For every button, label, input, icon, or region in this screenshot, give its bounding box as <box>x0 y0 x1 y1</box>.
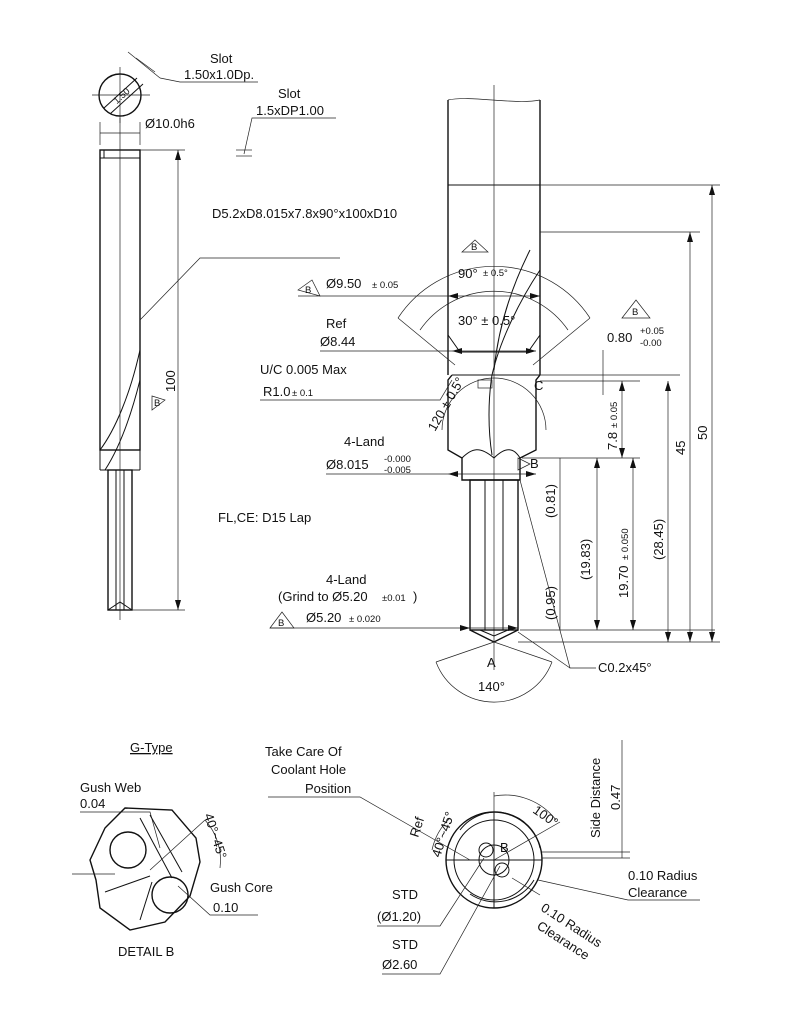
angle-140-label: 140° <box>478 679 505 694</box>
uc-label: U/C 0.005 Max <box>260 362 347 377</box>
gush-core-val: 0.10 <box>213 900 238 915</box>
chamfer-label: C0.2x45° <box>598 660 652 675</box>
grind-close: ) <box>413 589 417 604</box>
dim-50-label: 50 <box>695 426 710 440</box>
r10-label: R1.0 <box>263 384 290 399</box>
dim-45-label: 45 <box>673 441 688 455</box>
angle-90-label: 90° <box>458 266 478 281</box>
pt-a-label: A <box>487 655 496 670</box>
dim-080-tol-up: +0.05 <box>640 326 664 337</box>
end-view-b: B <box>500 840 509 855</box>
dim-2845-label: (28.45) <box>651 519 666 560</box>
std1-val: (Ø1.20) <box>377 909 421 924</box>
detail-b-title: DETAIL B <box>118 944 174 959</box>
detail-b: G-Type Gush Web 0.04 40°~45° Gush Core 0… <box>72 740 273 959</box>
pt-b-label: B <box>530 456 539 471</box>
grind-label: (Grind to Ø5.20 <box>278 589 368 604</box>
tool-spec-label: D5.2xD8.015x7.8x90°x100xD10 <box>212 206 397 221</box>
flute-ce-label: FL,CE: D15 Lap <box>218 510 311 525</box>
dia-8015-label: Ø8.015 <box>326 457 369 472</box>
dim-1970-tol: ± 0.050 <box>620 528 631 560</box>
dia-8015-tol-lo: -0.005 <box>384 465 411 476</box>
datum-b-left: B <box>154 398 160 409</box>
take-care-2: Coolant Hole <box>271 762 346 777</box>
side-distance-val: 0.47 <box>608 785 623 810</box>
datum-b-520: B <box>278 618 284 629</box>
dia-8015-tol-up: -0.000 <box>384 454 411 465</box>
pt-c-label: C <box>534 378 543 393</box>
gush-web-label: Gush Web <box>80 780 141 795</box>
detail-angle-label: 40°~45° <box>201 811 230 860</box>
dim-78-label: 7.8 <box>605 432 620 450</box>
land4-b-label: 4-Land <box>326 572 366 587</box>
land4-a-label: 4-Land <box>344 434 384 449</box>
rad-clear-1a: 0.10 Radius <box>628 868 698 883</box>
gush-core-label: Gush Core <box>210 880 273 895</box>
ref-angle-label: Ref <box>407 815 428 839</box>
dia-520-tol: ± 0.020 <box>349 614 381 625</box>
shank-dia-label: Ø10.0h6 <box>145 116 195 131</box>
dim-1970-label: 19.70 <box>616 565 631 598</box>
dia-950-tol: ± 0.05 <box>372 280 398 291</box>
r10-tol: ± 0.1 <box>292 388 313 399</box>
slot-second-dim: 1.5xDP1.00 <box>256 103 324 118</box>
left-tool-view: 1.50 Slot 1.50x1.0Dp. Ø10.0h6 Slot 1.5xD… <box>92 51 397 620</box>
enlarged-drill <box>469 479 519 631</box>
dim-080-tol-lo: -0.00 <box>640 338 662 349</box>
rad-clear-1b: Clearance <box>628 885 687 900</box>
take-care-3: Position <box>305 781 351 796</box>
detail-b-outline <box>89 807 201 931</box>
angle-90-tol: ± 0.5° <box>483 268 508 279</box>
enlarged-shank <box>447 100 541 375</box>
dia-844-label: Ø8.44 <box>320 334 355 349</box>
dim-081-label: (0.81) <box>543 484 558 518</box>
gtype-label: G-Type <box>130 740 173 755</box>
datum-b-080: B <box>632 307 638 318</box>
dia-520-label: Ø5.20 <box>306 610 341 625</box>
gush-web-val: 0.04 <box>80 796 105 811</box>
slot-second-label: Slot <box>278 86 301 101</box>
std2-val: Ø2.60 <box>382 957 417 972</box>
slot-circle-dim: 1.50 <box>111 86 132 107</box>
slot-top-dim: 1.50x1.0Dp. <box>184 67 254 82</box>
right-enlarged-view: B 90° ± 0.5° B Ø9.50 ± 0.05 30° ± 0.5° R… <box>260 85 720 703</box>
angle-90-arc <box>397 265 591 319</box>
dia-950-label: Ø9.50 <box>326 276 361 291</box>
datum-b-950: B <box>305 285 311 296</box>
take-care-1: Take Care Of <box>265 744 342 759</box>
grind-tol: ±0.01 <box>382 593 406 604</box>
dim-1983-label: (19.83) <box>578 539 593 580</box>
datum-b-90: B <box>471 242 477 253</box>
std2-label: STD <box>392 937 418 952</box>
side-distance-label: Side Distance <box>588 758 603 838</box>
angle-100-label: 100° <box>530 802 561 830</box>
slot-top-label: Slot <box>210 51 233 66</box>
dim-78-tol: ± 0.05 <box>609 402 620 428</box>
angle-30-label: 30° ± 0.5° <box>458 313 515 328</box>
overall-length-label: 100 <box>163 370 178 392</box>
std1-label: STD <box>392 887 418 902</box>
angle-120-label: 120 ± 0.5° <box>425 375 468 434</box>
dim-095-label: (0.95) <box>543 586 558 620</box>
ref-label: Ref <box>326 316 347 331</box>
dim-080-label: 0.80 <box>607 330 632 345</box>
end-view: Take Care Of Coolant Hole Position B 100… <box>265 740 700 975</box>
